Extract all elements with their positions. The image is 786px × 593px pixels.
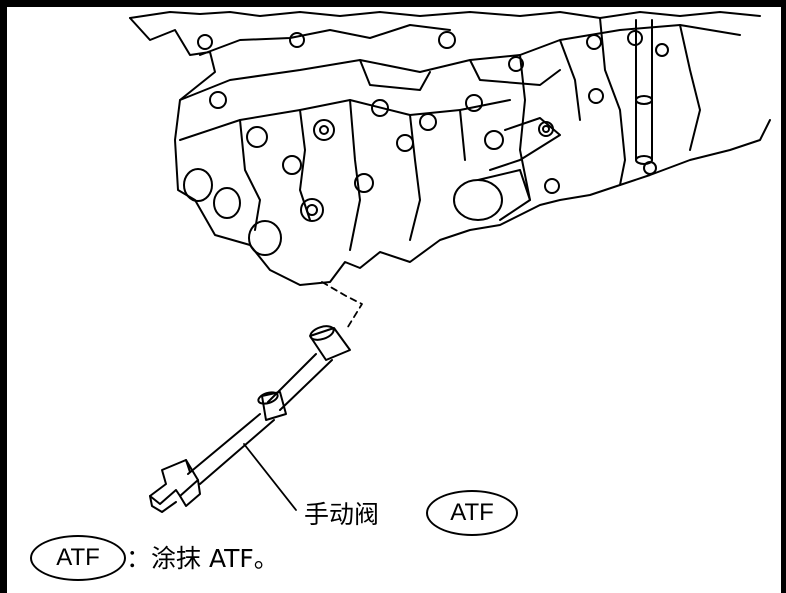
valve-body (129, 11, 771, 286)
leader-line (243, 443, 297, 511)
atf-badge-legend: ATF (30, 535, 126, 581)
manual-valve (149, 325, 351, 513)
atf-badge-part: ATF (426, 490, 518, 536)
legend-text: ：涂抹 ATF。 (126, 544, 279, 573)
part-label-manual-valve: 手动阀 (304, 500, 380, 529)
alignment-dash-line (321, 281, 363, 331)
